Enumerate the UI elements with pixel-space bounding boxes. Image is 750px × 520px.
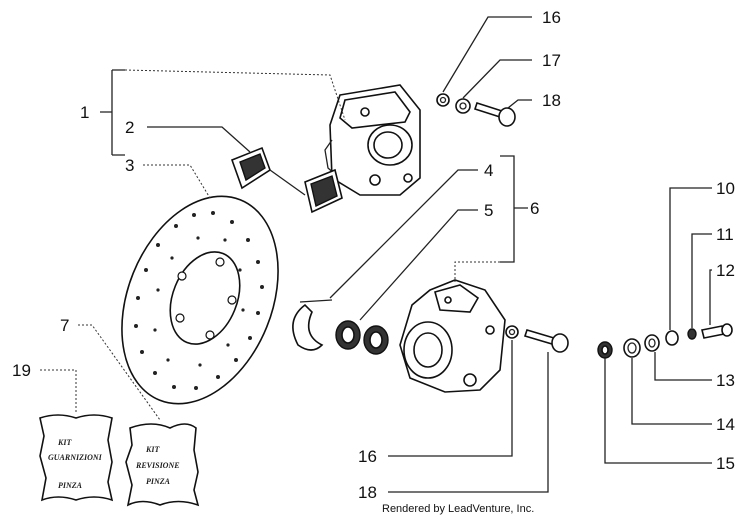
callout-6: 6 — [530, 199, 539, 218]
callout-18-lower: 18 — [358, 483, 377, 502]
bleeder-washer-13 — [644, 334, 660, 352]
kit-19-line2: GUARNIZIONI — [48, 453, 103, 462]
callout-19: 19 — [12, 361, 31, 380]
callout-1: 1 — [80, 103, 89, 122]
kit-7-line1: KIT — [145, 445, 160, 454]
upper-washer-17 — [455, 98, 471, 114]
lower-brake-caliper — [399, 279, 506, 393]
kit-7-line2: REVISIONE — [135, 461, 180, 470]
callout-14: 14 — [716, 415, 735, 434]
lower-bolt-18 — [523, 329, 569, 353]
callout-7: 7 — [60, 316, 69, 335]
callout-5: 5 — [484, 201, 493, 220]
bleeder-cap-10 — [665, 330, 679, 346]
callout-12: 12 — [716, 261, 735, 280]
callout-15: 15 — [716, 454, 735, 473]
kit-19-line3: PINZA — [58, 481, 83, 490]
callout-17: 17 — [542, 51, 561, 70]
upper-brake-caliper — [324, 84, 421, 196]
kit-package-7 — [125, 423, 200, 507]
callout-16-upper: 16 — [542, 8, 561, 27]
callout-4: 4 — [484, 161, 493, 180]
callout-16-lower: 16 — [358, 447, 377, 466]
kit-package-19 — [39, 414, 114, 502]
brake-disc — [121, 195, 279, 405]
callout-13: 13 — [716, 371, 735, 390]
kit-7-line3: PINZA — [146, 477, 171, 486]
lower-washer-16 — [505, 325, 519, 339]
bleeder-screw-15 — [597, 341, 613, 359]
callout-11: 11 — [716, 225, 734, 244]
spring-clip — [292, 299, 333, 351]
upper-washer-16 — [436, 93, 450, 107]
render-credit: Rendered by LeadVenture, Inc. — [382, 503, 534, 515]
leader-lines — [40, 16, 712, 493]
callout-10: 10 — [716, 179, 735, 198]
upper-brake-pads — [230, 146, 343, 214]
bleeder-nut-14 — [623, 338, 641, 358]
kit-19-line1: KIT — [57, 438, 72, 447]
bleeder-seal-11 — [687, 328, 697, 340]
upper-bolt-18 — [473, 101, 516, 127]
callout-18-upper: 18 — [542, 91, 561, 110]
callout-2: 2 — [125, 118, 134, 137]
bleeder-valve-12 — [701, 323, 733, 339]
piston-seal-set — [335, 320, 389, 355]
callout-3: 3 — [125, 156, 134, 175]
